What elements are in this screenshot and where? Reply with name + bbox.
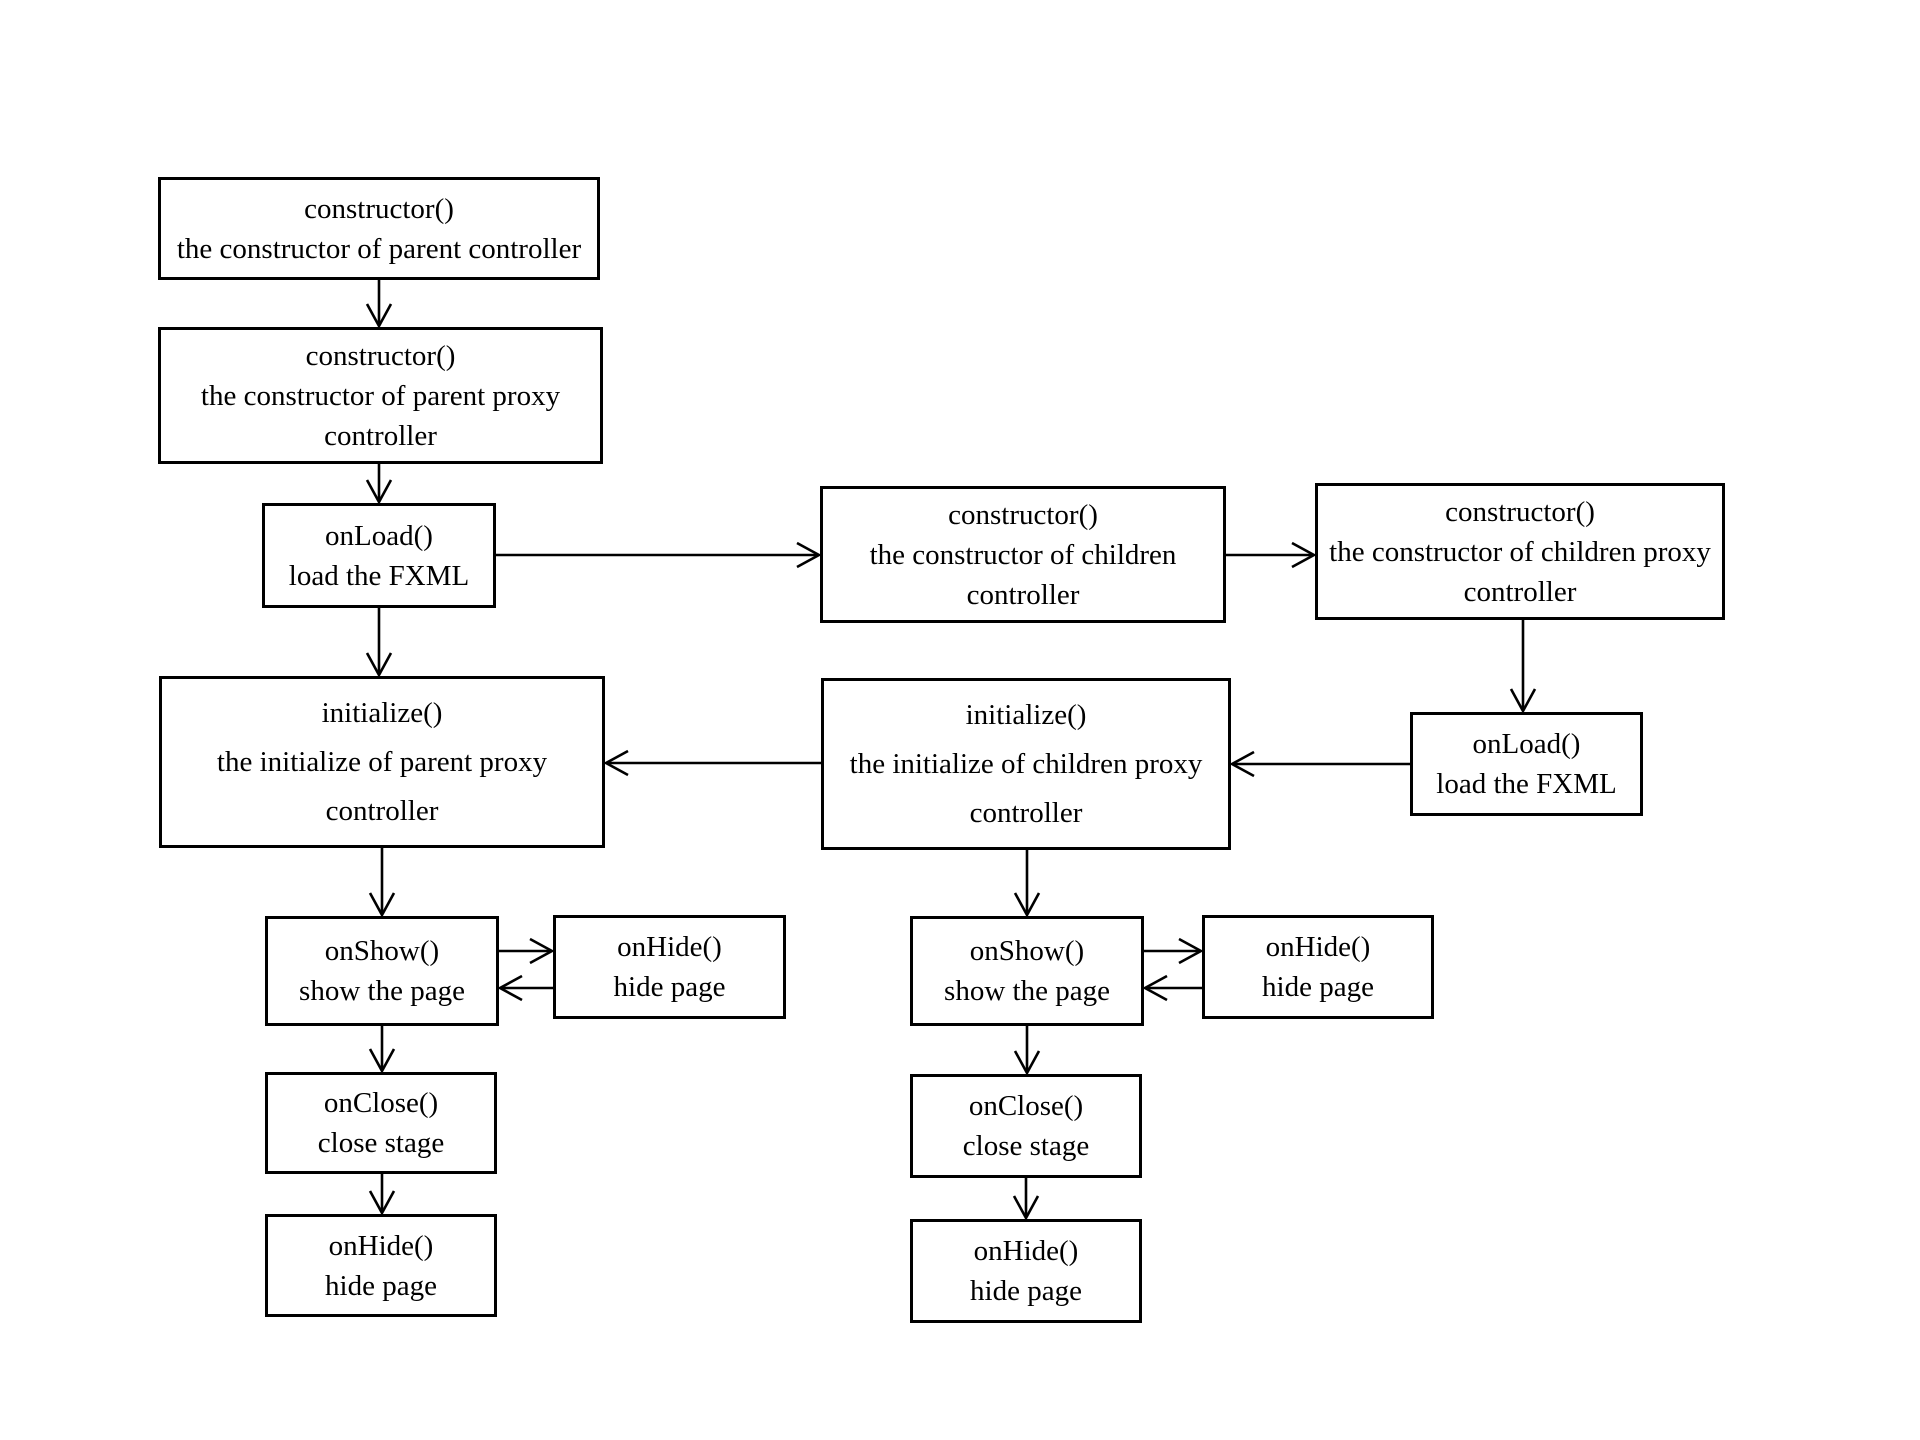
node-text-line: load the FXML (288, 559, 470, 592)
node-children-onhide-toggle: onHide() hide page (1202, 915, 1434, 1019)
node-children-proxy-initialize: initialize() the initialize of children … (821, 678, 1231, 850)
node-text-line: the constructor of children proxy (1329, 535, 1711, 568)
node-parent-onhide-toggle: onHide() hide page (553, 915, 786, 1019)
node-text-line: show the page (944, 975, 1110, 1007)
node-text-line: the constructor of children (869, 538, 1177, 571)
node-text-line: close stage (962, 1130, 1090, 1162)
node-title: constructor() (948, 498, 1098, 531)
node-title: onHide() (328, 1229, 434, 1262)
node-parent-onclose: onClose() close stage (265, 1072, 497, 1174)
node-text-line: the initialize of parent proxy (216, 745, 548, 778)
node-text-line: controller (969, 796, 1083, 829)
node-children-constructor: constructor() the constructor of childre… (820, 486, 1226, 623)
node-children-onshow: onShow() show the page (910, 916, 1144, 1026)
node-title: onHide() (617, 931, 722, 963)
node-title: onLoad() (1472, 728, 1581, 760)
node-title: constructor() (1445, 495, 1595, 528)
node-text-line: the constructor of parent proxy (200, 379, 561, 412)
node-text-line: load the FXML (1436, 768, 1617, 800)
node-children-onload: onLoad() load the FXML (1410, 712, 1643, 816)
node-title: initialize() (965, 698, 1087, 731)
node-children-onhide-final: onHide() hide page (910, 1219, 1142, 1323)
node-parent-onshow: onShow() show the page (265, 916, 499, 1026)
node-parent-onload: onLoad() load the FXML (262, 503, 496, 608)
node-children-onclose: onClose() close stage (910, 1074, 1142, 1178)
node-text-line: show the page (299, 975, 465, 1007)
node-children-proxy-constructor: constructor() the constructor of childre… (1315, 483, 1725, 620)
node-title: onHide() (973, 1235, 1079, 1267)
node-text-line: close stage (317, 1127, 445, 1159)
node-text-line: the initialize of children proxy (849, 747, 1203, 780)
node-text-line: controller (325, 794, 439, 827)
node-title: onHide() (1265, 931, 1371, 963)
node-text-line: controller (966, 578, 1080, 611)
node-title: initialize() (321, 696, 443, 729)
node-text-line: hide page (970, 1275, 1082, 1307)
node-text-line: hide page (613, 971, 726, 1003)
node-title: onShow() (324, 935, 440, 967)
node-title: constructor() (304, 192, 454, 225)
node-text-line: controller (324, 419, 437, 452)
node-text-line: controller (1463, 575, 1577, 608)
node-title: onShow() (969, 935, 1085, 967)
node-title: onClose() (323, 1087, 439, 1119)
node-title: constructor() (305, 339, 456, 372)
node-parent-proxy-constructor: constructor() the constructor of parent … (158, 327, 603, 464)
node-text-line: the constructor of parent controller (176, 232, 582, 265)
node-parent-onhide-final: onHide() hide page (265, 1214, 497, 1317)
node-parent-constructor: constructor() the constructor of parent … (158, 177, 600, 280)
node-text-line: hide page (1262, 971, 1374, 1003)
node-title: onClose() (968, 1090, 1084, 1122)
node-title: onLoad() (325, 519, 433, 552)
node-text-line: hide page (325, 1269, 437, 1302)
node-parent-proxy-initialize: initialize() the initialize of parent pr… (159, 676, 605, 848)
